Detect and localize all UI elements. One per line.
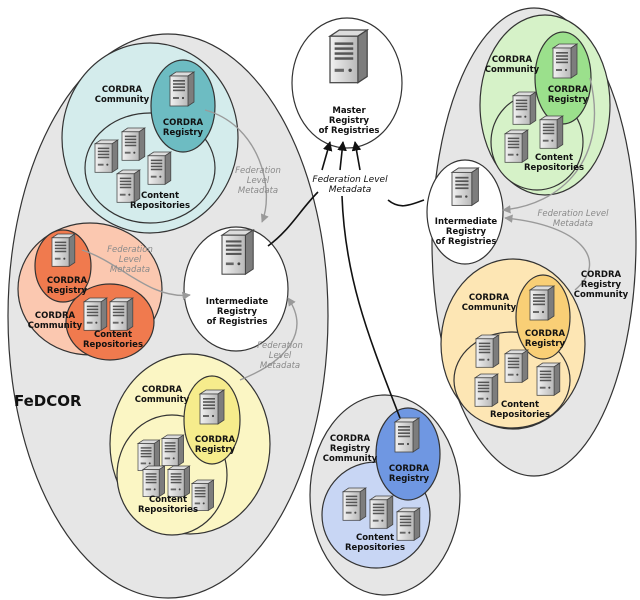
green-registry-server — [551, 43, 579, 79]
blue-cordra-registry — [375, 407, 441, 501]
blue-registry-server — [393, 417, 421, 453]
teal-content-server-2 — [120, 127, 147, 162]
blue-content-server-3 — [395, 507, 422, 542]
red-registry-server — [50, 233, 77, 268]
yellow-content-server-5 — [190, 479, 215, 512]
orange-content-server-1 — [474, 334, 501, 369]
green-content-server-3 — [503, 129, 530, 164]
yellow-content-server-4 — [166, 465, 191, 498]
arrow-to-master-3 — [351, 141, 362, 171]
yellow-content-server-3 — [141, 465, 166, 498]
yellow-content-server-2 — [160, 434, 185, 467]
orange-content-server-2 — [503, 349, 530, 384]
red-federation-arrow — [81, 249, 191, 301]
orange-content-server-4 — [535, 362, 562, 397]
left-intermediate-server — [220, 229, 255, 276]
bottom-community-link — [341, 195, 401, 419]
arrow-to-master-1 — [321, 141, 333, 171]
master-registry-server — [327, 28, 370, 84]
green-federation-arrow — [502, 77, 596, 214]
blue-content-server-1 — [341, 487, 368, 522]
teal-content-server-1 — [93, 139, 120, 174]
yellow-registry-server — [198, 389, 226, 425]
teal-registry-server — [168, 71, 196, 107]
yellow-content-server-1 — [136, 439, 161, 472]
teal-content-server-4 — [115, 169, 142, 204]
right-intermediate-server — [450, 167, 480, 207]
left-intermediate-registry-circle — [183, 226, 289, 352]
fedcor-label: FeDCOR — [14, 392, 82, 410]
red-content-server-2 — [108, 297, 135, 332]
orange-content-server-3 — [473, 373, 500, 408]
blue-content-server-2 — [368, 495, 395, 530]
orange-registry-server — [528, 285, 556, 321]
green-content-server-1 — [511, 91, 538, 126]
left-intermediate-link — [267, 191, 319, 247]
right-intermediate-link — [387, 199, 425, 207]
green-content-server-2 — [538, 115, 565, 150]
orange-federation-arrow — [504, 214, 591, 291]
teal-content-server-3 — [146, 151, 173, 186]
yellow-federation-arrow — [239, 297, 298, 381]
red-content-server-1 — [82, 297, 109, 332]
teal-federation-arrow — [204, 109, 269, 223]
arrow-to-master-2 — [337, 141, 347, 171]
